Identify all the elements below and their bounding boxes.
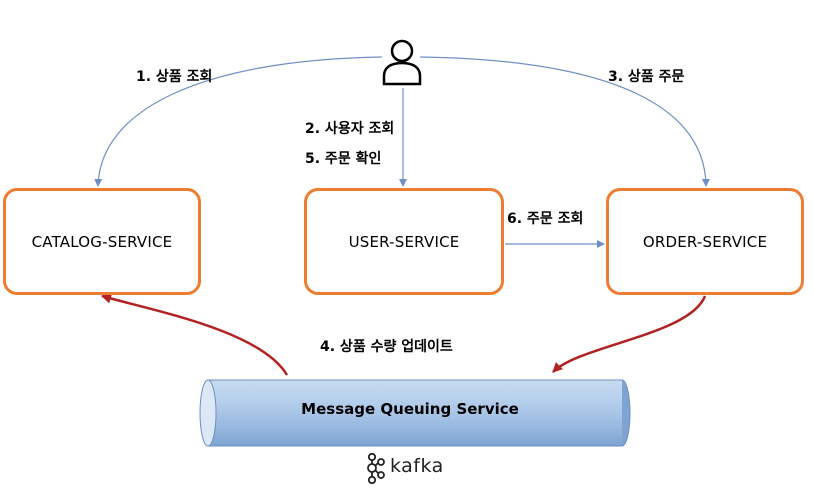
step-2-label: 2. 사용자 조회	[305, 121, 395, 137]
arrow-user-to-catalog	[94, 56, 383, 187]
step-1-label: 1. 상품 조회	[136, 69, 213, 85]
catalog-service-box: CATALOG-SERVICE	[3, 188, 201, 295]
user-service-box: USER-SERVICE	[304, 188, 504, 295]
arrow-user-to-order	[419, 56, 710, 187]
step-3-label: 3. 상품 주문	[608, 69, 685, 85]
step-4-label: 4. 상품 수량 업데이트	[320, 339, 453, 355]
kafka-logo-icon	[367, 452, 385, 485]
arrow-queue-to-catalog	[101, 293, 289, 376]
order-service-box: ORDER-SERVICE	[606, 188, 804, 295]
catalog-service-label: CATALOG-SERVICE	[31, 232, 173, 251]
step-5-label: 5. 주문 확인	[305, 151, 382, 167]
user-service-label: USER-SERVICE	[348, 232, 460, 251]
kafka-logo-text: kafka	[390, 455, 444, 477]
step-6-label: 6. 주문 조회	[507, 211, 584, 227]
message-queue-cylinder	[199, 379, 631, 447]
order-service-label: ORDER-SERVICE	[642, 232, 768, 251]
arrow-order-to-queue	[552, 295, 707, 373]
message-queue-label: Message Queuing Service	[301, 400, 519, 418]
user-icon	[382, 39, 422, 86]
